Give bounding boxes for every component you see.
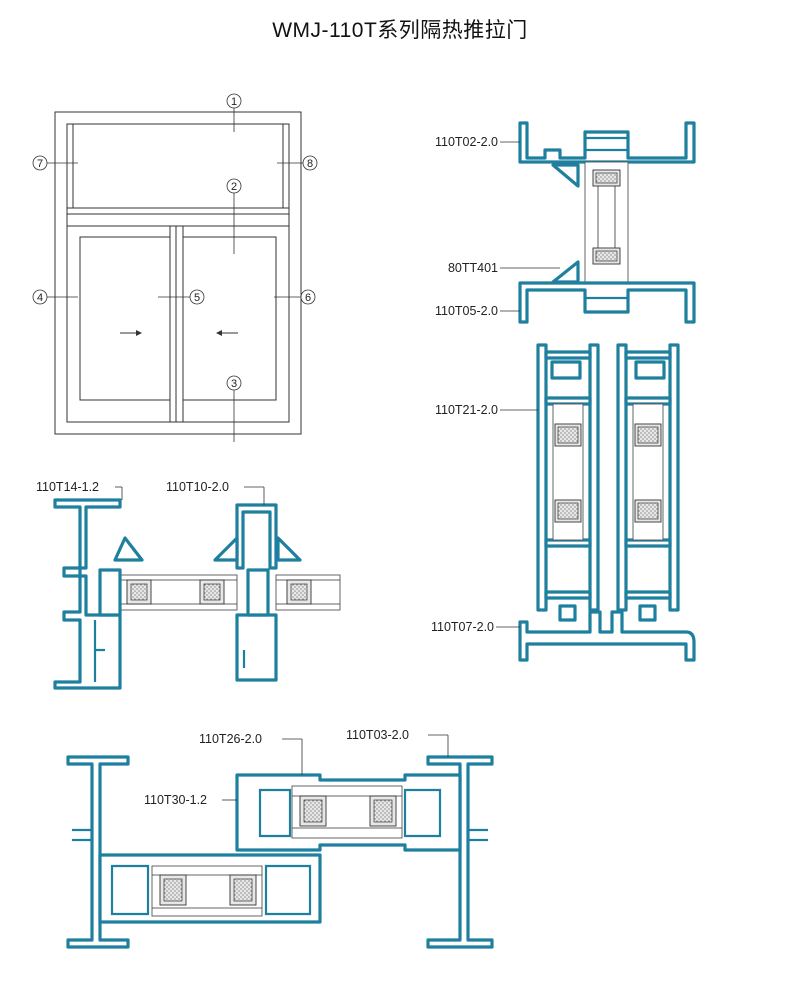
marker-4: 4: [32, 289, 48, 305]
marker-7: 7: [32, 155, 48, 171]
label-110T02: 110T02-2.0: [435, 135, 498, 149]
marker-5: 5: [189, 289, 205, 305]
svg-text:1: 1: [231, 96, 237, 108]
marker-2: 2: [226, 178, 242, 194]
page-title: WMJ-110T系列隔热推拉门: [272, 19, 528, 42]
slide-right-arrow-icon: [120, 330, 142, 336]
label-110T30: 110T30-1.2: [144, 793, 207, 807]
svg-text:5: 5: [194, 292, 200, 304]
svg-text:6: 6: [305, 292, 311, 304]
horizontal-section-side: 110T14-1.2 110T10-2.0: [36, 480, 341, 690]
door-elevation: 1 2 3 4 5 6 7 8: [32, 93, 318, 442]
svg-text:2: 2: [231, 181, 237, 193]
label-110T05: 110T05-2.0: [435, 304, 498, 318]
marker-1: 1: [226, 93, 242, 109]
sash-left-section: [536, 343, 600, 612]
slide-left-arrow-icon: [216, 330, 238, 336]
horizontal-section-bottom: 110T26-2.0 110T03-2.0 110T30-1.2: [66, 728, 494, 949]
vertical-section: 110T02-2.0 80TT401 110T05-2.0 110T21-2.0…: [431, 121, 696, 662]
svg-text:7: 7: [37, 158, 43, 170]
marker-8: 8: [302, 155, 318, 171]
svg-text:8: 8: [307, 158, 313, 170]
marker-3: 3: [226, 375, 242, 391]
label-110T03: 110T03-2.0: [346, 728, 409, 742]
sash-right-section: [616, 343, 680, 612]
label-110T14: 110T14-1.2: [36, 480, 99, 494]
label-110T21: 110T21-2.0: [435, 403, 498, 417]
label-110T26: 110T26-2.0: [199, 732, 262, 746]
label-110T07: 110T07-2.0: [431, 620, 494, 634]
svg-text:4: 4: [37, 292, 43, 304]
label-110T10: 110T10-2.0: [166, 480, 229, 494]
marker-6: 6: [300, 289, 316, 305]
svg-text:3: 3: [231, 378, 237, 390]
label-80TT401: 80TT401: [448, 261, 498, 275]
